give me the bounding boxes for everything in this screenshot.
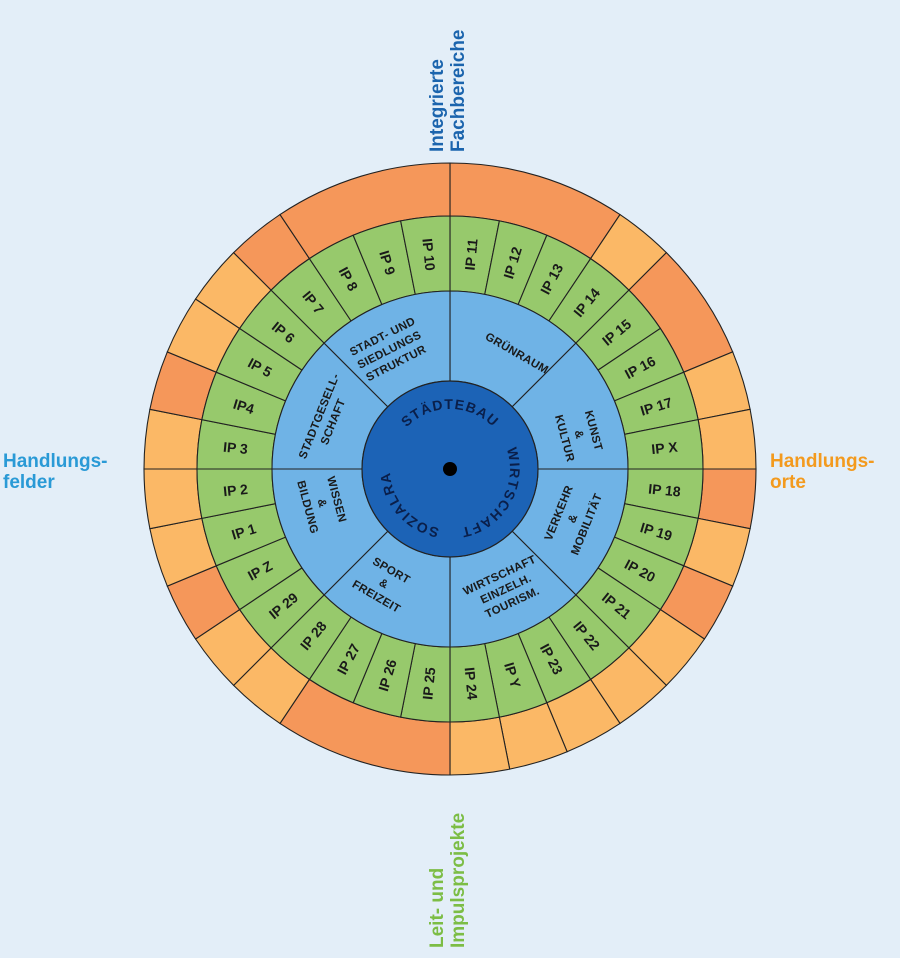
project-label: IP 25 [419, 666, 438, 700]
label-leit-impulsprojekte-line: Leit- und [427, 868, 448, 948]
project-label: IP 11 [462, 238, 481, 271]
label-integrierte-fachbereiche-line: Integrierte [427, 59, 448, 152]
project-label: IP 10 [419, 238, 438, 272]
project-label: IP4 [231, 396, 256, 417]
project-label: IP 2 [222, 481, 248, 499]
label-handlungsorte-line: orte [770, 472, 806, 493]
label-leit-impulsprojekte-line: Impulsprojekte [448, 813, 469, 948]
project-label: IP 1 [230, 520, 258, 543]
label-handlungsorte: Handlungs-orte [770, 451, 875, 493]
label-handlungsorte-line: Handlungs- [770, 451, 875, 472]
project-label: IP Y [501, 660, 524, 690]
project-label: IP 18 [648, 481, 682, 500]
label-handlungsfelder-line: Handlungs- [3, 451, 108, 472]
outer-ring-segment [143, 468, 203, 530]
project-label: IP 9 [376, 249, 399, 277]
label-handlungsfelder-line: felder [3, 472, 55, 493]
field-label: & [315, 498, 329, 509]
outer-ring-segment [449, 716, 511, 776]
label-integrierte-fachbereiche-line: Fachbereiche [448, 30, 469, 153]
outer-ring [143, 162, 757, 776]
field-ring: GRÜNRAUMKUNST&KULTURVERKEHR&MOBILITÄTWIR… [271, 290, 629, 648]
field-label: & [566, 513, 580, 525]
project-label: IP X [651, 439, 679, 458]
center-dot [443, 462, 457, 476]
field-label: & [572, 429, 586, 440]
outer-ring-segment [697, 408, 757, 470]
project-label: IP 3 [222, 439, 248, 457]
label-handlungsfelder: Handlungs-felder [3, 451, 108, 493]
project-label: IP 24 [462, 667, 481, 701]
